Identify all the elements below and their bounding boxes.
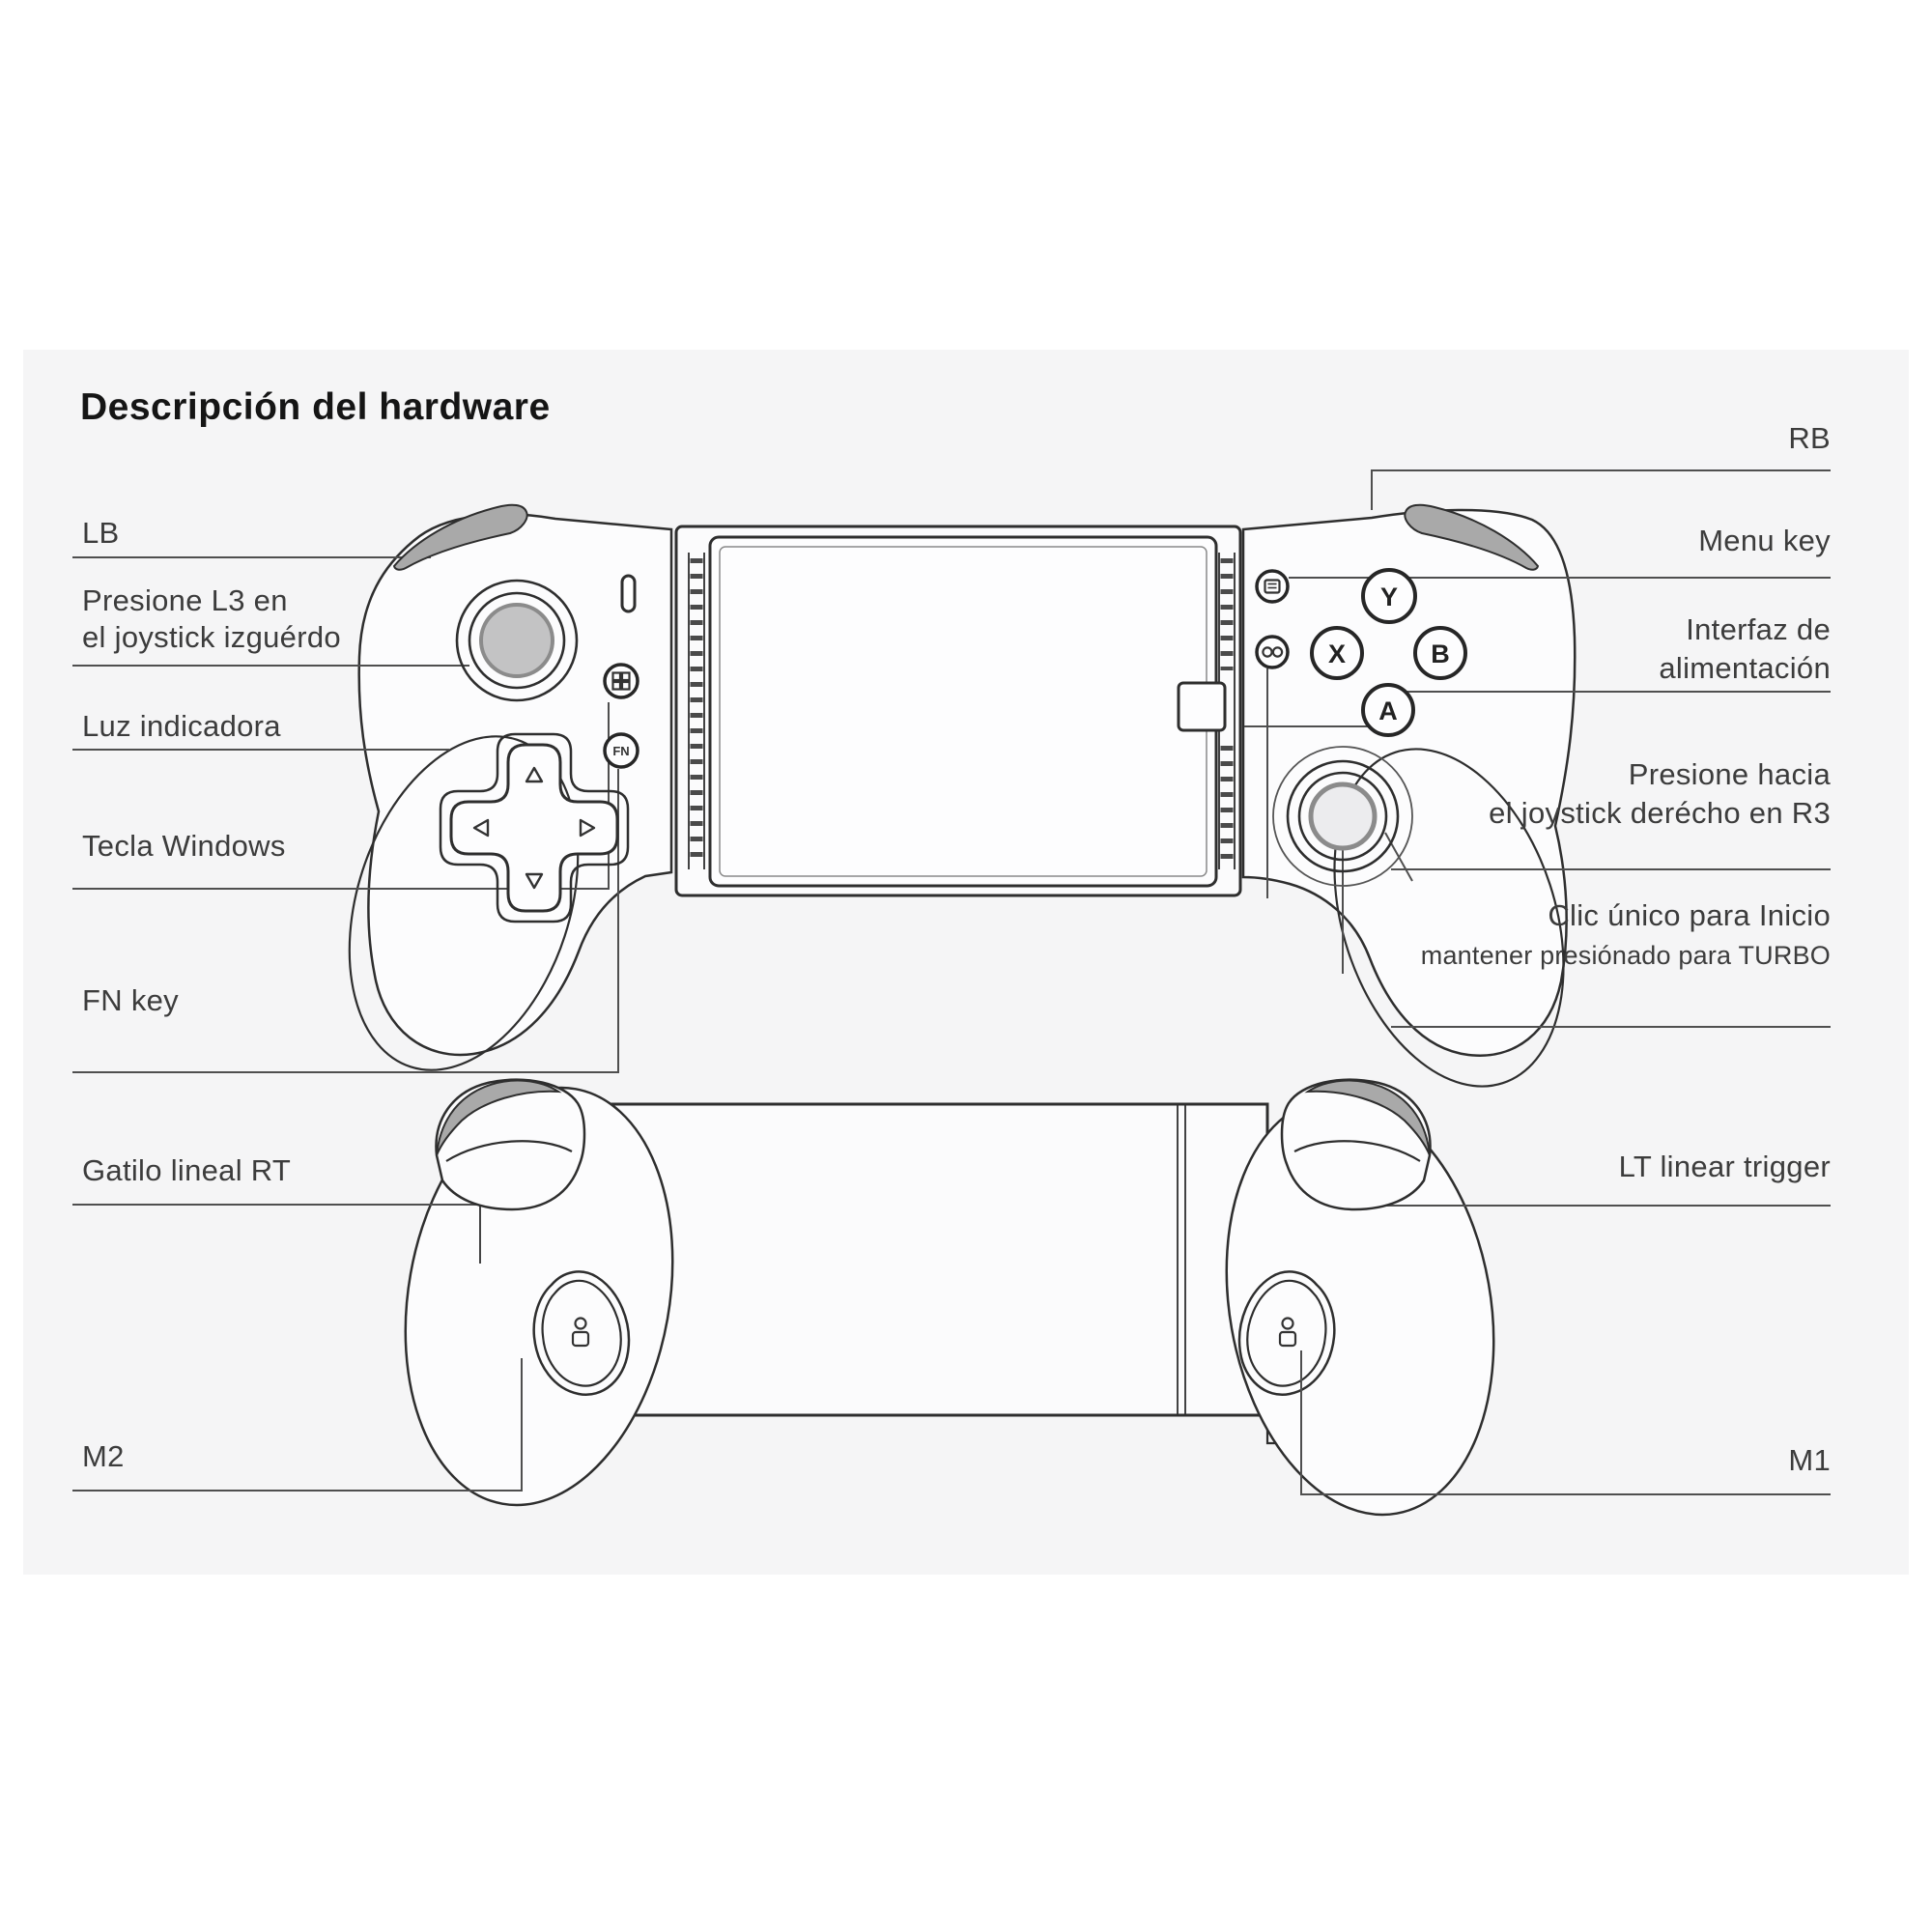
label-m2: M2 (82, 1439, 125, 1473)
face-button-a-label: A (1378, 696, 1398, 725)
label-press-l3-2: el joystick izguérdo (82, 620, 341, 654)
right-joystick-cap (1308, 781, 1378, 851)
m2-button (532, 1270, 631, 1397)
right-joystick-outer-ring (1272, 746, 1413, 887)
left-joystick-outer-ring (455, 579, 579, 702)
dpad-cross (449, 743, 619, 913)
back-plate (578, 1102, 1269, 1417)
face-button-b (1413, 626, 1467, 680)
dpad-down-icon (525, 872, 544, 890)
lb-bumper (392, 503, 528, 571)
home-turbo-icon (1262, 646, 1284, 658)
leader-m1 (1300, 1350, 1831, 1495)
dpad-outer-ring (439, 732, 630, 923)
label-rb: RB (1788, 421, 1831, 455)
menu-icon (1264, 579, 1281, 594)
dpad-left-icon (472, 818, 490, 838)
rt-trigger (435, 1078, 586, 1211)
phone-screen (708, 535, 1218, 888)
left-joystick-mid-ring (468, 591, 566, 690)
face-button-a (1361, 683, 1415, 737)
m2-icon (571, 1317, 590, 1348)
label-rt-trigger: Gatilo lineal RT (82, 1153, 291, 1187)
m1-button (1237, 1270, 1336, 1397)
face-buttons: Y X B A (1310, 568, 1467, 737)
lt-trigger (1280, 1078, 1432, 1211)
label-power-interface-1: Interfaz de (1686, 612, 1831, 646)
left-grip-loop (348, 735, 580, 1071)
leader-windows (72, 702, 610, 890)
dpad (439, 732, 630, 923)
controls-back (435, 1078, 1831, 1495)
left-joystick-cap (479, 603, 554, 678)
label-press-r3-2: el joystick derécho en R3 (1489, 796, 1831, 830)
face-button-y-label: Y (1380, 582, 1398, 611)
rt-trigger-top (436, 1079, 562, 1156)
menu-button (1255, 569, 1290, 604)
right-label-column: RB Menu key Interfaz de alimentación Pre… (1421, 421, 1832, 1477)
label-home-turbo-1: Clic único para Inicio (1548, 898, 1831, 932)
m1-icon (1278, 1317, 1297, 1348)
windows-button (603, 663, 639, 699)
right-grip-loop (1333, 748, 1565, 1088)
usb-power-connector (1177, 681, 1227, 732)
label-press-l3-1: Presione L3 en (82, 583, 288, 617)
home-turbo-button (1255, 635, 1290, 669)
dpad-up-icon (525, 766, 544, 783)
right-joystick (1272, 746, 1413, 887)
page-title: Descripción del hardware (80, 386, 551, 428)
right-joystick-ring (1286, 759, 1400, 873)
label-home-turbo-2: mantener presiónado para TURBO (1421, 941, 1831, 970)
face-button-x-label: X (1328, 639, 1346, 668)
leader-fn (72, 769, 619, 1073)
controls-front: FN (392, 503, 1540, 923)
leader-rb (1371, 469, 1831, 510)
left-label-column: LB Presione L3 en el joystick izguérdo L… (82, 516, 341, 1473)
label-power-interface-2: alimentación (1659, 651, 1831, 685)
right-joystick-mid-ring (1297, 771, 1388, 862)
lt-trigger-top (1304, 1079, 1431, 1156)
label-lb: LB (82, 516, 120, 550)
face-button-y (1361, 568, 1417, 624)
fn-icon: FN (612, 744, 629, 758)
label-m1: M1 (1788, 1443, 1831, 1477)
left-joystick (455, 579, 579, 702)
label-menu-key: Menu key (1698, 524, 1831, 557)
label-lt-trigger: LT linear trigger (1619, 1150, 1831, 1183)
rb-bumper (1404, 503, 1540, 571)
face-button-x (1310, 626, 1364, 680)
label-indicator-light: Luz indicadora (82, 709, 281, 743)
leader-m2 (72, 1358, 523, 1492)
label-fn-key: FN key (82, 983, 179, 1017)
fn-button: FN (603, 732, 639, 769)
label-press-r3-1: Presione hacia (1629, 757, 1832, 791)
indicator-light-slot (620, 574, 637, 613)
face-button-b-label: B (1431, 639, 1450, 668)
label-windows-key: Tecla Windows (82, 829, 286, 863)
dpad-right-icon (579, 818, 596, 838)
windows-icon (611, 671, 631, 691)
